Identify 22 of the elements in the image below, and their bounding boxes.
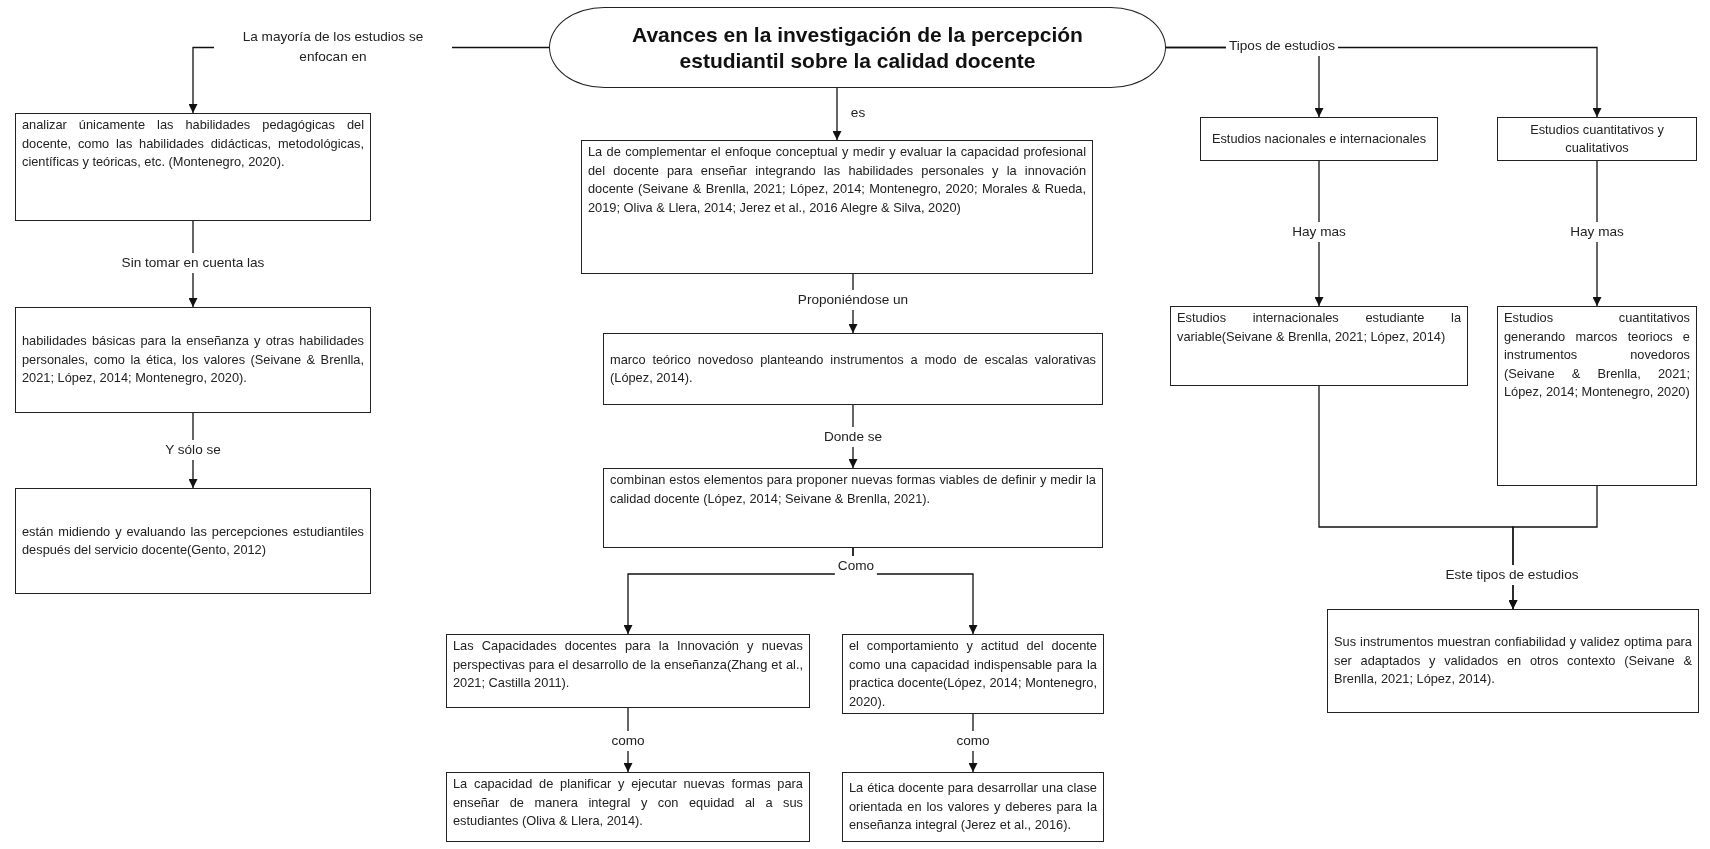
arrow bbox=[1508, 485, 1598, 610]
process-box: Estudios internacionales estudiante la variable(Seivane & Brenlla, 2021; López, 2014) bbox=[1170, 306, 1468, 386]
process-box: marco teórico novedoso planteando instrumentos a modo de escalas valorativas (López, 2014). bbox=[603, 333, 1103, 405]
process-box: analizar únicamente las habilidades pedagógicas del docente, como las habilidades didácticas, metodológicas, científicas y teóricas, etc. (Montenegro, 2020). bbox=[15, 113, 371, 221]
process-box: Estudios nacionales e internacionales bbox=[1200, 117, 1438, 161]
process-box: están midiendo y evaluando las percepciones estudiantiles después del servicio docente(Gento, 2012) bbox=[15, 488, 371, 594]
process-box: Estudios cuantitativos generando marcos teoriocs e instrumentos novedoros (Seivane & Brenlla, 2021; López, 2014; Montenegro, 2020) bbox=[1497, 306, 1697, 486]
process-box: habilidades básicas para la enseñanza y otras habilidades personales, como la ética, los valores (Seivane & Brenlla, 2021; López, 2014; Montenegro, 2020). bbox=[15, 307, 371, 413]
process-box: el comportamiento y actitud del docente como una capacidad indispensable para la practica docente(López, 2014; Montenegro, 2020). bbox=[842, 634, 1104, 714]
edge-label: Como bbox=[834, 556, 878, 576]
process-box: Sus instrumentos muestran confiabilidad y validez optima para ser adaptados y validados en otros contexto (Seivane & Brenlla, 2021; López, 2014). bbox=[1327, 609, 1699, 713]
process-box: combinan estos elementos para proponer nuevas formas viables de definir y medir la calidad docente (López, 2014; Seivane & Brenlla, 2021). bbox=[603, 468, 1103, 548]
edge-label: Y sólo se bbox=[162, 440, 224, 460]
arrow bbox=[832, 87, 842, 141]
process-box: La ética docente para desarrollar una clase orientada en los valores y deberes para la enseñanza integral (Jerez et al., 2016). bbox=[842, 772, 1104, 842]
process-box: La de complementar el enfoque conceptual y medir y evaluar la capacidad profesional del docente para enseñar integrando las habilidades personales y la innovación docente (Seivane & Brenlla, 2021; López, 2014; Montenegro, 2020; Morales & Rueda, 2019; Oliva & Llera, 2014; Jerez et al., 2016 Alegre & Silva, 2020) bbox=[581, 140, 1093, 274]
arrow bbox=[1592, 160, 1602, 307]
arrow bbox=[1314, 160, 1324, 307]
process-box: Las Capacidades docentes para la Innovación y nuevas perspectivas para el desarrollo de la enseñanza(Zhang et al., 2021; Castilla 2011). bbox=[446, 634, 810, 708]
process-box: La capacidad de planificar y ejecutar nuevas formas para enseñar de manera integral y con equidad al a sus estudiantes (Oliva & Llera, 2014). bbox=[446, 772, 810, 842]
process-box: Estudios cuantitativos y cualitativos bbox=[1497, 117, 1697, 161]
title-terminal: Avances en la investigación de la percepción estudiantil sobre la calidad docente bbox=[549, 7, 1166, 88]
